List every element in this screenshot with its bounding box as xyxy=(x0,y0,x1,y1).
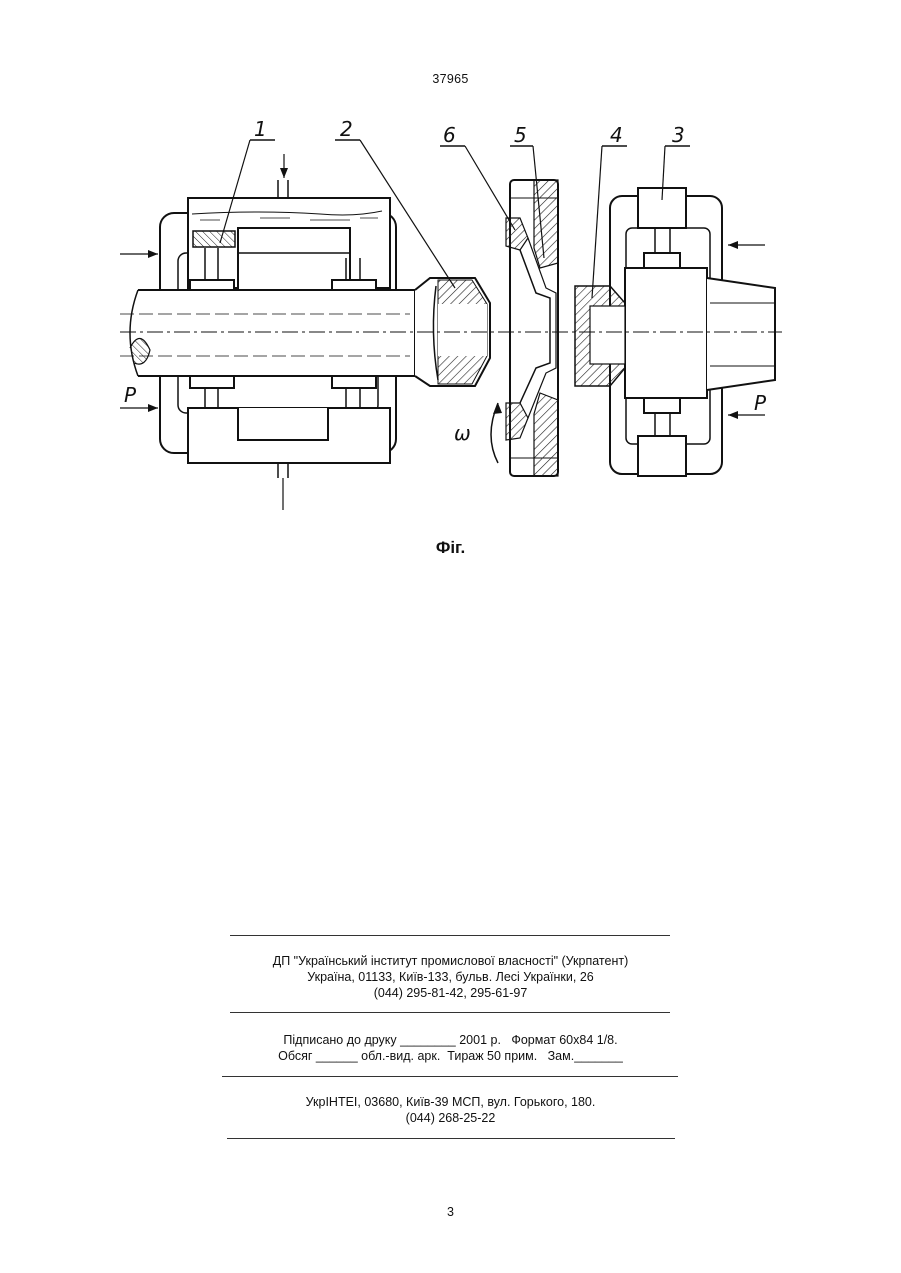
part-label-5: 5 xyxy=(514,123,527,147)
printer-line: УкрІНТЕІ, 03680, Київ-39 МСП, вул. Горьк… xyxy=(0,1094,901,1110)
page-number: 3 xyxy=(0,1205,901,1219)
divider xyxy=(230,1012,670,1013)
technical-drawing: 1 2 6 5 4 3 P P ω xyxy=(110,118,790,518)
publisher-line: (044) 295-81-42, 295-61-97 xyxy=(0,985,901,1001)
part-label-4: 4 xyxy=(610,123,623,147)
print-info-line: Обсяг ______ обл.-вид. арк. Тираж 50 при… xyxy=(0,1048,901,1064)
printer-line: (044) 268-25-22 xyxy=(0,1110,901,1126)
print-info-block: Підписано до друку ________ 2001 р. Форм… xyxy=(0,1032,901,1064)
part-label-2: 2 xyxy=(340,118,353,141)
divider xyxy=(227,1138,675,1139)
rotation-label: ω xyxy=(454,421,471,445)
divider xyxy=(222,1076,678,1077)
part-label-6: 6 xyxy=(443,123,456,147)
publisher-line: ДП "Український інститут промислової вла… xyxy=(0,953,901,969)
patent-number: 37965 xyxy=(0,72,901,86)
print-info-line: Підписано до друку ________ 2001 р. Форм… xyxy=(0,1032,901,1048)
figure-caption: Фіг. xyxy=(0,538,901,558)
force-label-right: P xyxy=(754,391,767,415)
publisher-block: ДП "Український інститут промислової вла… xyxy=(0,953,901,1001)
part-label-1: 1 xyxy=(254,118,267,141)
printer-block: УкрІНТЕІ, 03680, Київ-39 МСП, вул. Горьк… xyxy=(0,1094,901,1126)
publisher-line: Україна, 01133, Київ-133, бульв. Лесі Ук… xyxy=(0,969,901,985)
force-label-left: P xyxy=(124,383,137,407)
part-label-3: 3 xyxy=(672,123,685,147)
divider xyxy=(230,935,670,936)
